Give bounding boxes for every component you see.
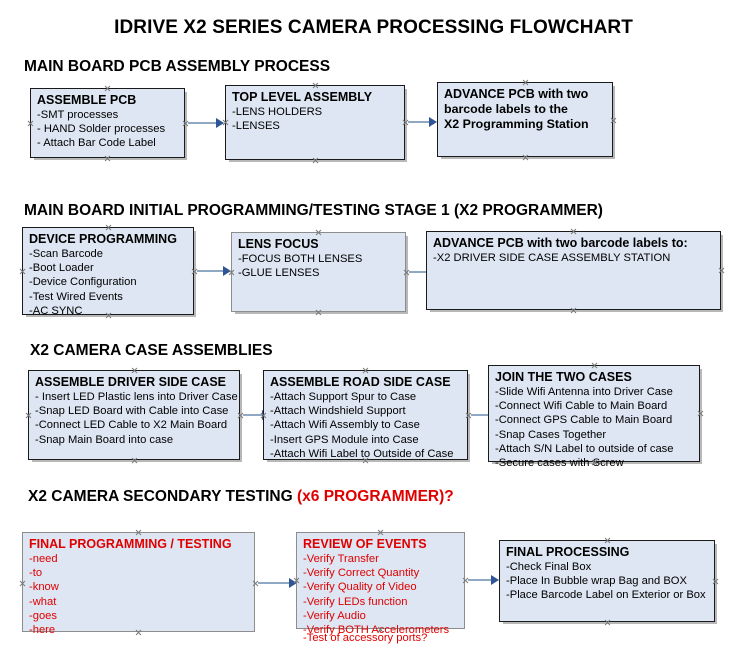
section-heading-text: X2 CAMERA SECONDARY TESTING — [28, 488, 297, 505]
box-line: -Place In Bubble wrap Bag and BOX — [506, 575, 687, 588]
section-heading-x2-camera-secondary-testing: X2 CAMERA SECONDARY TESTING (x6 PROGRAMM… — [28, 488, 454, 506]
box-line: -Verify Correct Quantity — [303, 567, 420, 580]
box-line: -Attach S/N Label to outside of case — [495, 442, 674, 455]
box-line: -Secure cases with Screw — [495, 457, 624, 470]
box-overflow-line: -Test of accessory ports? — [303, 632, 428, 644]
box-line: -here — [29, 624, 56, 637]
box-line: -Verify Quality of Video — [303, 581, 417, 594]
box-title: REVIEW OF EVENTS — [303, 537, 427, 551]
box-line: - Attach Bar Code Label — [37, 137, 156, 150]
box-line: -Connect LED Cable to X2 Main Board — [35, 419, 228, 432]
box-line: -LENS HOLDERS — [232, 106, 323, 118]
box-line: -Check Final Box — [506, 561, 592, 573]
box-title: ADVANCE PCB with two — [444, 87, 589, 101]
box-line: -Attach Windshield Support — [270, 405, 406, 418]
box-title: ADVANCE PCB with two barcode labels to: — [433, 236, 688, 250]
box-line: -Boot Loader — [29, 262, 94, 275]
box-line: X2 Programming Station — [444, 117, 589, 132]
box-device-programming[interactable]: DEVICE PROGRAMMING -Scan Barcode -Boot L… — [22, 227, 194, 317]
connector-arrow-assemble-pcb-to-top-level — [188, 118, 226, 128]
box-line: -know — [29, 581, 59, 594]
box-line: -to — [29, 567, 43, 580]
box-title: JOIN THE TWO CASES — [495, 370, 632, 384]
box-review-of-events[interactable]: REVIEW OF EVENTS -Verify Transfer -Verif… — [296, 532, 465, 644]
box-line: -Slide Wifi Antenna into Driver Case — [495, 386, 673, 398]
box-advance-pcb-programming-station[interactable]: ADVANCE PCB with two barcode labels to t… — [437, 82, 613, 157]
page-title: IDRIVE X2 SERIES CAMERA PROCESSING FLOWC… — [114, 17, 633, 38]
box-line: -Scan Barcode — [29, 248, 104, 260]
box-final-processing[interactable]: FINAL PROCESSING -Check Final Box -Place… — [499, 540, 715, 622]
box-line: -Attach Support Spur to Case — [270, 391, 417, 403]
box-line: -goes — [29, 609, 57, 622]
section-heading-main-board-pcb-assembly: MAIN BOARD PCB ASSEMBLY PROCESS — [24, 58, 330, 76]
box-line: -Verify BOTH Accelerometers — [303, 624, 450, 637]
box-assemble-road-side-case[interactable]: ASSEMBLE ROAD SIDE CASE -Attach Support … — [263, 370, 468, 460]
box-line: -Insert GPS Module into Case — [270, 433, 419, 446]
box-line: -Snap Cases Together — [495, 428, 607, 441]
box-line: -LENSES — [232, 120, 280, 133]
box-line: -what — [29, 595, 57, 608]
section-heading-text: MAIN BOARD PCB ASSEMBLY PROCESS — [24, 58, 331, 75]
connector-arrow-review-events-to-final-processing — [468, 575, 500, 585]
box-line: -X2 DRIVER SIDE CASE ASSEMBLY STATION — [433, 252, 671, 264]
box-line: -AC SYNC — [29, 304, 83, 317]
box-assemble-driver-side-case[interactable]: ASSEMBLE DRIVER SIDE CASE - Insert LED P… — [28, 370, 240, 460]
box-title: ASSEMBLE PCB — [37, 93, 137, 107]
box-line: -Snap LED Board with Cable into Case — [35, 405, 229, 418]
box-title: ASSEMBLE DRIVER SIDE CASE — [35, 375, 227, 389]
box-line: -Verify LEDs function — [303, 595, 408, 608]
section-heading-x2-camera-case-assemblies: X2 CAMERA CASE ASSEMBLIES — [30, 342, 273, 360]
box-line: -Snap Main Board into case — [35, 433, 174, 446]
box-line: -Device Configuration — [29, 276, 137, 289]
box-line: -Attach Wifi Assembly to Case — [270, 419, 420, 432]
box-title: FINAL PROGRAMMING / TESTING — [29, 537, 232, 551]
box-title: ASSEMBLE ROAD SIDE CASE — [270, 375, 451, 389]
section-heading-text: MAIN BOARD INITIAL PROGRAMMING/TESTING S… — [24, 202, 603, 219]
box-line: -SMT processes — [37, 109, 119, 121]
box-join-the-two-cases[interactable]: JOIN THE TWO CASES -Slide Wifi Antenna i… — [488, 365, 700, 469]
section-heading-main-board-initial-programming: MAIN BOARD INITIAL PROGRAMMING/TESTING S… — [24, 202, 603, 220]
box-line: barcode labels to the — [444, 102, 568, 116]
box-line: -FOCUS BOTH LENSES — [238, 253, 363, 265]
box-line: -Connect Wifi Cable to Main Board — [495, 400, 668, 413]
box-title: TOP LEVEL ASSEMBLY — [232, 90, 373, 104]
section-heading-accent: (x6 PROGRAMMER)? — [297, 488, 454, 505]
box-line: -Place Barcode Label on Exterior or Box — [506, 589, 706, 602]
box-line: -Attach Wifi Label to Outside of Case — [270, 447, 454, 460]
box-line: - HAND Solder processes — [37, 123, 166, 136]
box-advance-pcb-driver-side-station[interactable]: ADVANCE PCB with two barcode labels to: … — [426, 231, 721, 310]
box-line: -Test Wired Events — [29, 290, 123, 303]
connector-arrow-device-programming-to-lens-focus — [197, 266, 233, 276]
box-title: DEVICE PROGRAMMING — [29, 232, 177, 246]
box-final-programming-testing[interactable]: FINAL PROGRAMMING / TESTING -need -to -k… — [22, 532, 255, 636]
box-line: -Verify Audio — [303, 609, 366, 622]
box-line: -Verify Transfer — [303, 553, 379, 565]
box-line: -GLUE LENSES — [238, 267, 320, 280]
box-line: -Connect GPS Cable to Main Board — [495, 414, 673, 427]
connector-arrow-final-programming-to-review-events — [258, 578, 298, 588]
box-line: - Insert LED Plastic lens into Driver Ca… — [35, 391, 238, 403]
box-lens-focus[interactable]: LENS FOCUS -FOCUS BOTH LENSES -GLUE LENS… — [231, 232, 406, 312]
connector-arrow-top-level-to-advance-pcb — [408, 117, 438, 127]
box-top-level-assembly[interactable]: TOP LEVEL ASSEMBLY -LENS HOLDERS -LENSES — [225, 85, 405, 160]
box-title: FINAL PROCESSING — [506, 545, 630, 559]
box-line: -need — [29, 553, 58, 565]
section-heading-text: X2 CAMERA CASE ASSEMBLIES — [30, 342, 273, 359]
box-title: LENS FOCUS — [238, 237, 319, 251]
box-assemble-pcb[interactable]: ASSEMBLE PCB -SMT processes - HAND Solde… — [30, 88, 185, 158]
